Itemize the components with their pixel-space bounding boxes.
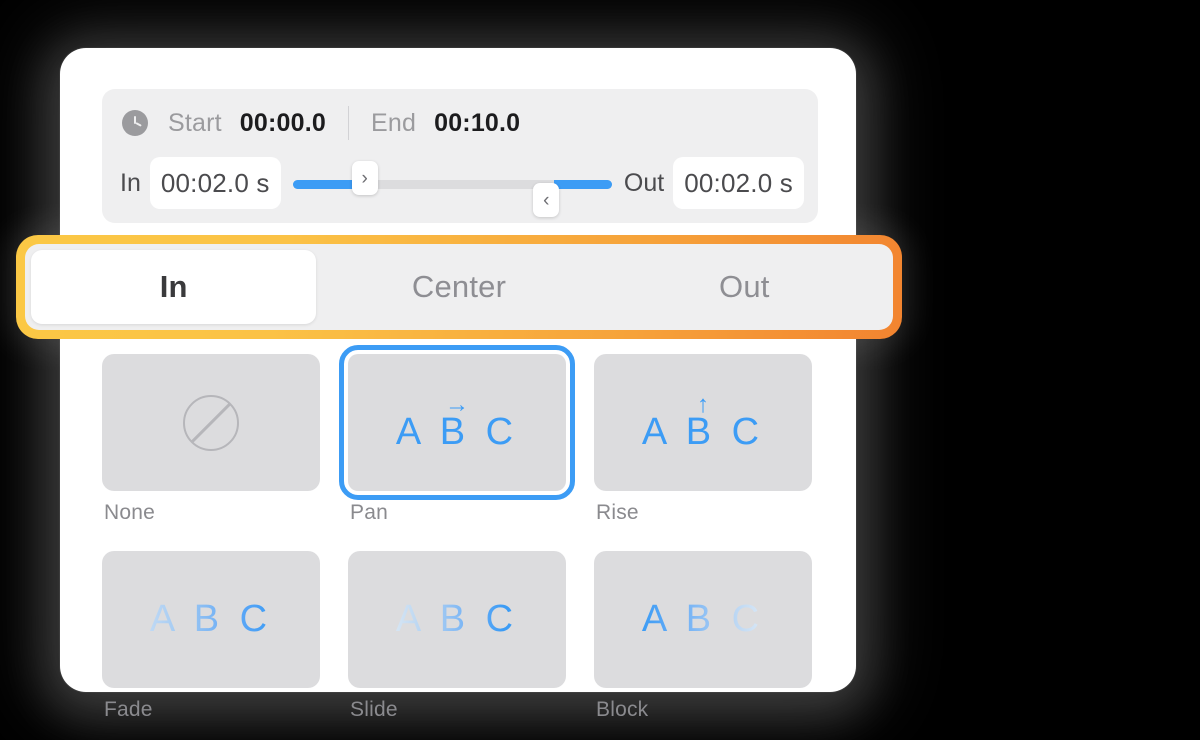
slider-fill-in [292, 180, 357, 189]
effect-cell-fade: A B C Fade [102, 551, 320, 722]
abc-glyph: A B C [395, 597, 519, 640]
start-label: Start [168, 108, 222, 137]
effect-label-rise: Rise [596, 501, 639, 524]
effect-cell-block: A B C Block [594, 551, 812, 722]
timing-panel: Start 00:00.0 End 00:10.0 In 00:02.0 s ›… [102, 89, 818, 223]
animation-phase-segmented-control[interactable]: In Center Out [25, 244, 893, 330]
timing-range-row: Start 00:00.0 End 00:10.0 [122, 101, 520, 145]
end-value[interactable]: 00:10.0 [434, 108, 521, 137]
arrow-up-glyph: ↑ [697, 390, 709, 418]
start-value[interactable]: 00:00.0 [239, 108, 326, 137]
effect-tile-block[interactable]: A B C [594, 551, 812, 688]
effects-grid: None → A B C Pan ↑ A B C R [102, 345, 818, 722]
effect-label-pan: Pan [350, 501, 388, 524]
abc-slide-icon: A B C [395, 597, 519, 640]
effect-tile-slide[interactable]: A B C [348, 551, 566, 688]
clock-icon [122, 110, 148, 136]
effect-tile-none[interactable] [102, 354, 320, 491]
in-out-row: In 00:02.0 s › ‹ Out 00:02.0 s [120, 153, 804, 217]
effect-label-slide: Slide [350, 698, 398, 721]
abc-glyph: A B C [641, 410, 765, 453]
effect-label-block: Block [596, 698, 649, 721]
timing-divider [348, 106, 349, 140]
prohibition-icon [183, 394, 239, 451]
tab-center[interactable]: Center [411, 269, 507, 304]
effect-tile-rise[interactable]: ↑ A B C [594, 354, 812, 491]
effect-label-none: None [104, 501, 156, 524]
abc-glyph: A B C [641, 597, 765, 640]
slider-track[interactable] [292, 180, 612, 189]
arrow-right-glyph: → [445, 390, 469, 418]
end-label: End [371, 108, 417, 137]
abc-glyph: A B C [149, 597, 273, 640]
effect-cell-pan: → A B C Pan [339, 345, 575, 525]
abc-fade-icon: A B C [149, 597, 273, 640]
text-animation-panel: Start 00:00.0 End 00:10.0 In 00:02.0 s ›… [16, 48, 902, 721]
in-label: In [120, 168, 141, 197]
effect-cell-slide: A B C Slide [348, 551, 566, 722]
out-duration-input[interactable]: 00:02.0 s [673, 157, 804, 209]
tab-in[interactable]: In [31, 250, 317, 324]
effect-tile-fade[interactable]: A B C [102, 551, 320, 688]
abc-glyph: A B C [395, 410, 519, 453]
effect-tile-pan[interactable]: → A B C [339, 345, 575, 500]
effect-label-fade: Fade [104, 698, 153, 721]
tab-out[interactable]: Out [719, 269, 770, 304]
abc-block-icon: A B C [641, 597, 765, 640]
slider-handle-in[interactable]: › [351, 161, 378, 195]
in-duration-input[interactable]: 00:02.0 s [149, 157, 281, 209]
effect-cell-none: None [102, 354, 320, 525]
effect-cell-rise: ↑ A B C Rise [594, 354, 812, 525]
segmented-control-highlight: In Center Out [16, 235, 902, 339]
abc-arrow-up-icon: ↑ A B C [641, 390, 765, 453]
slider-fill-out [554, 180, 612, 189]
abc-arrow-right-icon: → A B C [395, 390, 519, 453]
out-label: Out [623, 168, 665, 197]
in-out-range-slider[interactable]: › ‹ [292, 155, 612, 217]
slider-handle-out[interactable]: ‹ [533, 183, 560, 217]
